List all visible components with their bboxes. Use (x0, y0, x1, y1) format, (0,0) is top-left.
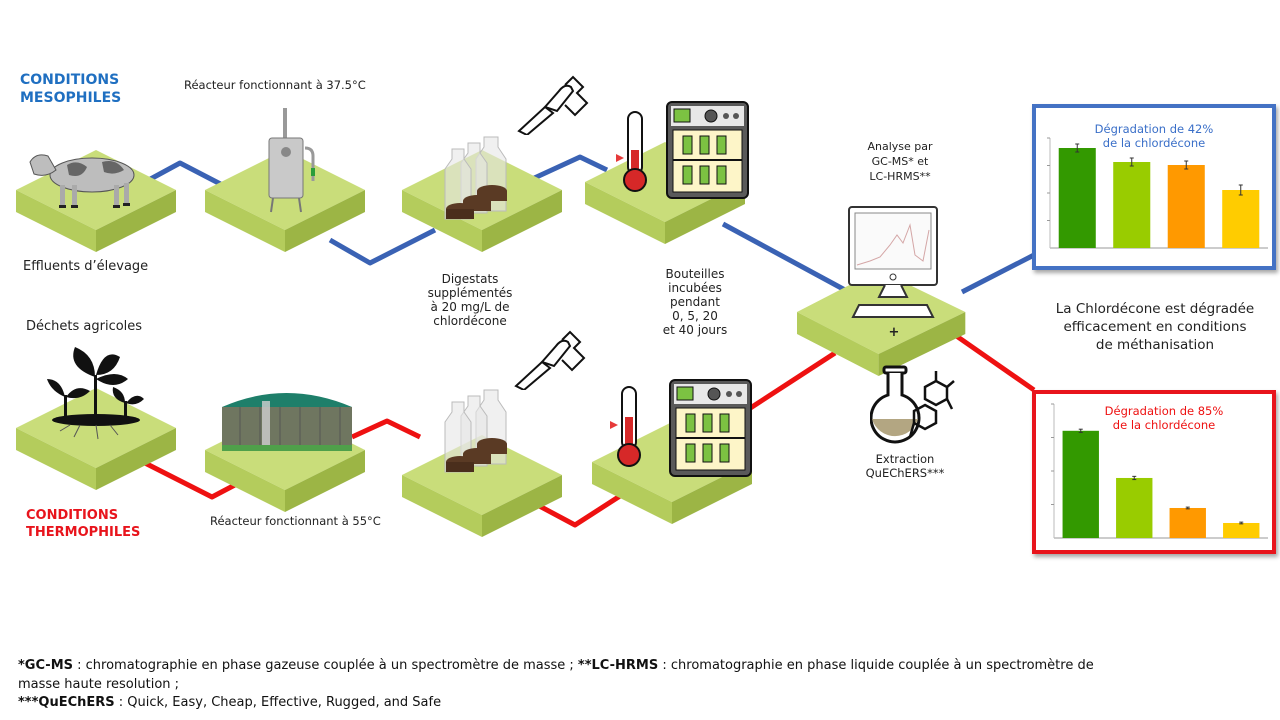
conclusion-line: de méthanisation (1095, 337, 1215, 353)
quechers-definition: : Quick, Easy, Cheap, Effective, Rugged,… (114, 695, 442, 710)
thermophilic-pipe (528, 493, 622, 528)
thermophilic-title-line1: CONDITIONS (26, 508, 119, 523)
chart-title: Dégradation de 85% de la chlordécone (1064, 404, 1264, 432)
digestates-line: supplémentés (427, 286, 513, 300)
lchrms-definition: : chromatographie en phase liquide coupl… (658, 658, 1094, 673)
mesophilic-pipe (721, 221, 847, 293)
digestates-line: à 20 mg/L de (430, 300, 510, 314)
chart-title-line: Dégradation de 85% (1104, 404, 1224, 418)
bar (1058, 148, 1096, 248)
conclusion-line: efficacement en conditions (1063, 319, 1247, 335)
incubation-label: Bouteilles incubées pendant 0, 5, 20 et … (650, 267, 740, 337)
mesophilic-pipe (143, 160, 234, 193)
footnote-line-1: *GC-MS : chromatographie en phase gazeus… (18, 657, 1094, 675)
analysis-line: GC-MS* et (871, 155, 929, 168)
mesophilic-pipe (960, 252, 1036, 295)
bar (1167, 165, 1205, 248)
plants-icon (47, 347, 144, 440)
thermometer-icon (616, 111, 647, 192)
agri-waste-label: Déchets agricoles (26, 319, 143, 334)
thermophilic-title-line2: THERMOPHILES (26, 525, 141, 540)
bar (1223, 522, 1260, 538)
mesophilic-reactor-label: Réacteur fonctionnant à 37.5°C (184, 78, 366, 92)
incubator-icon (669, 379, 752, 477)
mesophilic-chart: Dégradation de 42% de la chlordécone (1032, 104, 1276, 270)
thermophilic-pipe (953, 332, 1036, 393)
incubation-line: et 40 jours (662, 323, 728, 337)
conclusion-line: La Chlordécone est dégradée (1055, 301, 1255, 317)
pipette-icon (517, 75, 589, 135)
mesophilic-title-line2: MESOPHILES (20, 90, 122, 106)
extraction-line: QuEChERS*** (865, 466, 945, 480)
analysis-label: Analyse par GC-MS* et LC-HRMS** (855, 139, 945, 184)
bottles-icon (444, 136, 507, 220)
chart-title: Dégradation de 42% de la chlordécone (1036, 122, 1272, 150)
chart-title-line: Dégradation de 42% (1094, 122, 1214, 136)
thermophilic-pipe (350, 418, 422, 440)
thermometer-icon (610, 386, 641, 467)
cow-icon (29, 154, 135, 208)
chart-title-line: de la chlordécone (1112, 418, 1216, 432)
chart-title-line: de la chlordécone (1102, 136, 1206, 150)
bar (1116, 477, 1153, 538)
bar (1222, 190, 1260, 248)
digestates-label: Digestats supplémentés à 20 mg/L de chlo… (420, 272, 520, 328)
computer-icon (848, 206, 938, 318)
bottles-icon (444, 389, 507, 473)
reactor-icon (268, 108, 315, 213)
bar (1113, 162, 1151, 248)
incubation-line: pendant (670, 295, 720, 309)
incubation-line: 0, 5, 20 (672, 309, 718, 323)
mesophilic-title-line1: CONDITIONS (20, 72, 120, 88)
analysis-line: Analyse par (867, 140, 933, 153)
extraction-line: Extraction (875, 452, 935, 466)
digestates-line: Digestats (441, 272, 499, 286)
gcms-abbr: *GC-MS (18, 658, 74, 673)
incubator-icon (666, 101, 749, 199)
bar (1169, 507, 1206, 538)
analysis-line: LC-HRMS** (869, 170, 931, 183)
mesophilic-pipe (528, 154, 609, 183)
footnote-line-3: ***QuEChERS : Quick, Easy, Cheap, Effect… (18, 694, 441, 712)
mesophilic-title: CONDITIONS MESOPHILES (20, 71, 121, 107)
conclusion-text: La Chlordécone est dégradée efficacement… (1030, 300, 1280, 354)
digestates-line: chlordécone (433, 314, 507, 328)
incubation-line: incubées (668, 281, 722, 295)
gcms-definition: : chromatographie en phase gazeuse coupl… (73, 658, 578, 673)
chart-plot (1047, 137, 1268, 249)
plus-sign: + (888, 325, 900, 340)
thermophilic-chart: Dégradation de 85% de la chlordécone (1032, 390, 1276, 554)
biogas-dome-icon (222, 393, 352, 451)
pipette-icon (514, 330, 586, 390)
bar (1062, 430, 1099, 538)
effluents-label: Effluents d’élevage (23, 259, 149, 274)
chart-plot (1051, 403, 1268, 539)
lchrms-abbr: **LC-HRMS (577, 658, 659, 673)
mesophilic-pipe (328, 227, 437, 266)
extraction-label: Extraction QuEChERS*** (855, 452, 955, 480)
footnote-line-2: masse haute resolution ; (18, 677, 180, 692)
thermophilic-title: CONDITIONS THERMOPHILES (26, 507, 140, 541)
quechers-abbr: ***QuEChERS (18, 695, 115, 710)
incubation-line: Bouteilles (665, 267, 725, 281)
thermophilic-reactor-label: Réacteur fonctionnant à 55°C (210, 514, 381, 528)
flask-molecule-icon (870, 365, 955, 444)
